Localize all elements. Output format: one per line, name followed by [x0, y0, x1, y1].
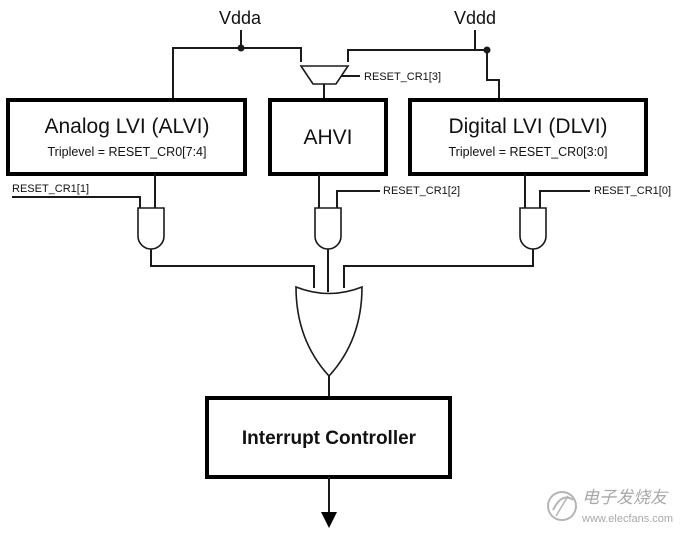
- alvi-block: Analog LVI (ALVI) Triplevel = RESET_CR0[…: [6, 98, 247, 176]
- watermark: 电子发烧友 www.elecfans.com: [547, 488, 673, 525]
- vddd-junction-dot: [483, 46, 491, 54]
- mux-select-label: RESET_CR1[3]: [364, 71, 441, 83]
- watermark-brand: 电子发烧友: [582, 488, 669, 508]
- or-gate: [295, 285, 363, 378]
- dlvi-subtitle: Triplevel = RESET_CR0[3:0]: [449, 145, 608, 159]
- vdda-label: Vdda: [219, 8, 262, 28]
- ahvi-title: AHVI: [303, 126, 352, 149]
- alvi-enable-label: RESET_CR1[1]: [12, 183, 89, 195]
- dlvi-title: Digital LVI (DLVI): [448, 115, 607, 138]
- supply-wiring: [172, 30, 500, 100]
- dlvi-block: Digital LVI (DLVI) Triplevel = RESET_CR0…: [408, 98, 648, 176]
- alvi-subtitle: Triplevel = RESET_CR0[7:4]: [48, 145, 207, 159]
- supply-mux: [299, 65, 350, 85]
- alvi-title: Analog LVI (ALVI): [45, 115, 210, 138]
- dlvi-enable-label: RESET_CR1[0]: [594, 185, 671, 197]
- interrupt-controller-title: Interrupt Controller: [242, 428, 417, 449]
- output-arrow-icon: [321, 512, 337, 528]
- dlvi-and-gate: [519, 207, 547, 250]
- watermark-url: www.elecfans.com: [581, 513, 673, 525]
- vdda-junction-dot: [237, 44, 245, 52]
- vddd-label: Vddd: [454, 8, 496, 28]
- ahvi-block: AHVI: [268, 98, 388, 176]
- or-gate-wiring: [150, 249, 534, 398]
- and-gate-wiring: [12, 174, 590, 208]
- interrupt-controller-block: Interrupt Controller: [205, 396, 452, 479]
- ahvi-enable-label: RESET_CR1[2]: [383, 185, 460, 197]
- ahvi-and-gate: [314, 207, 342, 250]
- alvi-and-gate: [137, 207, 165, 250]
- watermark-logo-icon: [547, 491, 577, 521]
